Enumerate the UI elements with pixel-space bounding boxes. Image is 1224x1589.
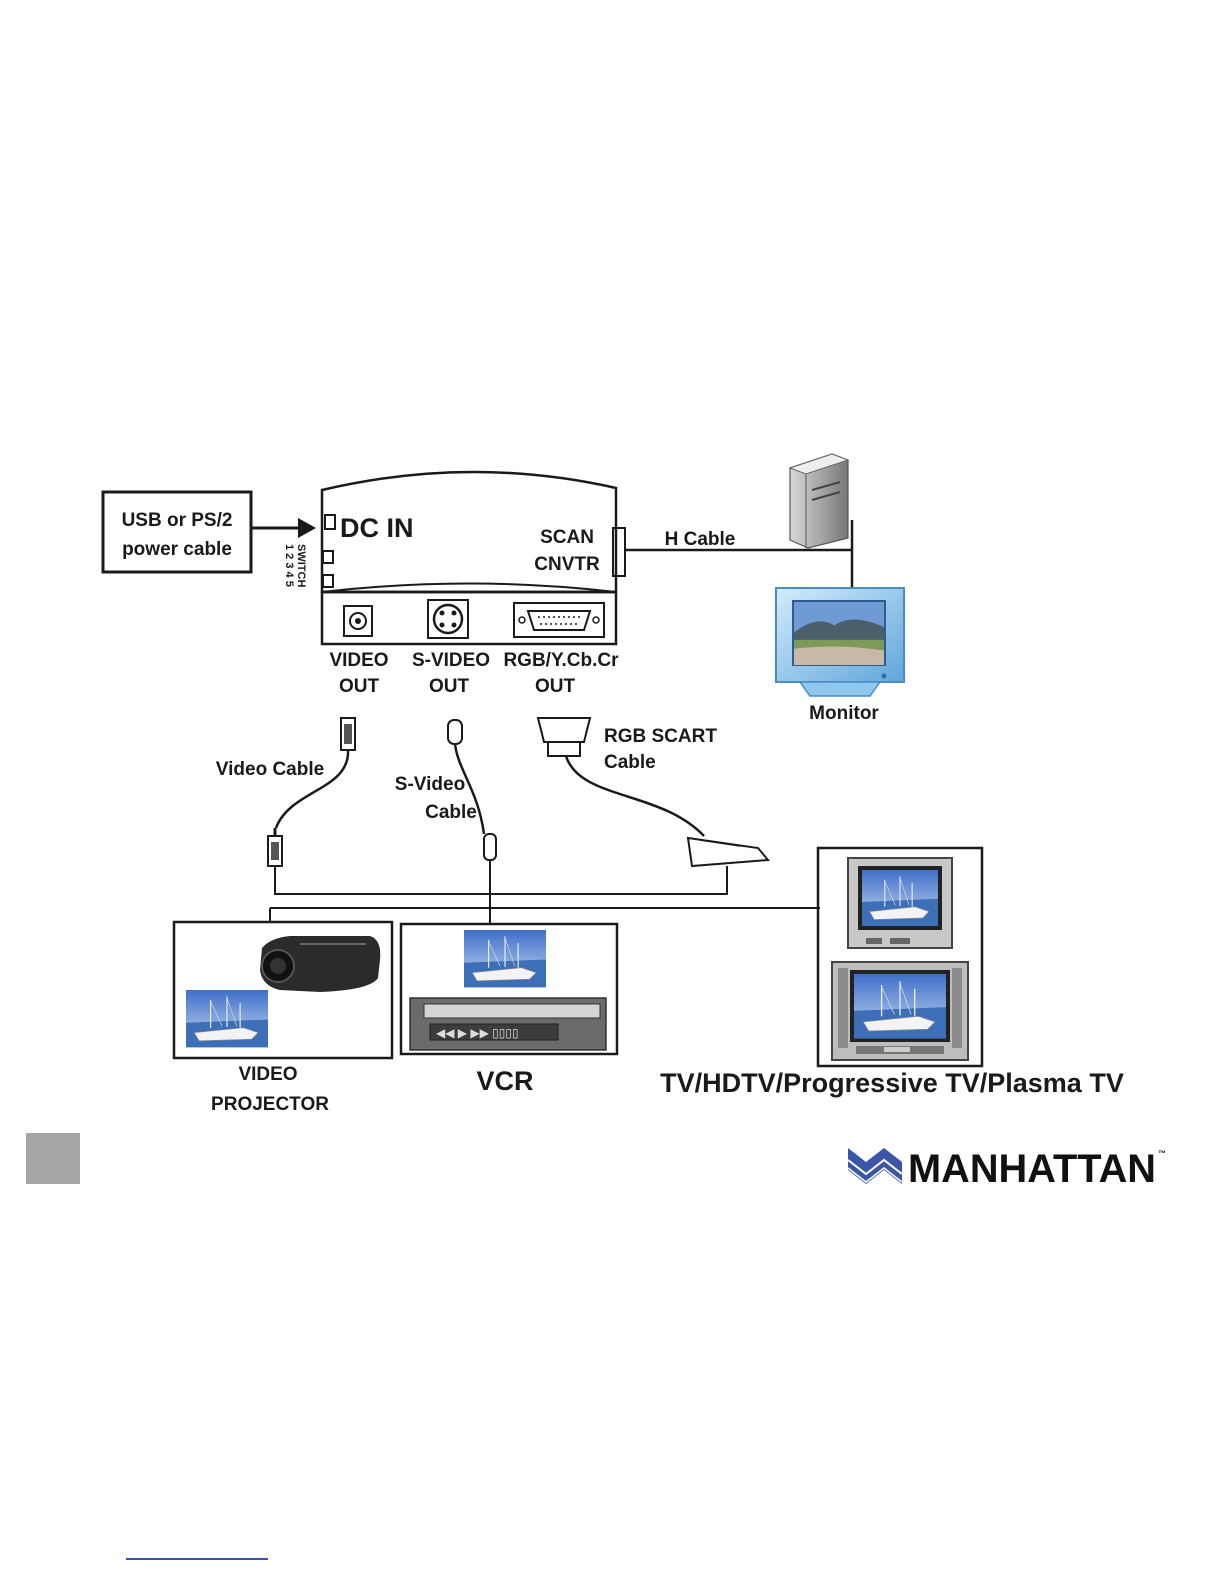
power-source-label-line2: power cable xyxy=(122,539,232,560)
rgb-out-port-icon xyxy=(514,603,604,637)
svg-text:◀◀ ▶ ▶▶ ▯▯▯▯: ◀◀ ▶ ▶▶ ▯▯▯▯ xyxy=(436,1026,519,1040)
power-source-label-line1: USB or PS/2 xyxy=(122,510,233,531)
projector-label-line2: PROJECTOR xyxy=(211,1094,329,1115)
pc-tower-icon xyxy=(790,454,848,548)
projector-screen-image xyxy=(186,990,268,1047)
logo-text: MANHATTAN xyxy=(908,1147,1156,1191)
projector-icon xyxy=(260,936,380,992)
monitor-icon xyxy=(776,588,904,696)
video-out-label-line1: VIDEO xyxy=(329,650,388,671)
rgb-scart-cable-label-line2: Cable xyxy=(604,752,656,773)
video-out-label-line2: OUT xyxy=(339,676,380,697)
page-number-badge xyxy=(26,1133,80,1184)
video-cable-label: Video Cable xyxy=(216,759,324,780)
scan-converter-label-line1: SCAN xyxy=(540,527,594,548)
monitor-label: Monitor xyxy=(809,703,879,724)
switch-port-icon xyxy=(323,551,333,563)
switch-label: SWITCH xyxy=(295,544,307,587)
rgb-out-label-line1: RGB/Y.Cb.Cr xyxy=(503,650,619,671)
video-cable-illustration xyxy=(268,718,355,866)
svideo-cable-label-line2: Cable xyxy=(425,802,477,823)
h-cable-label: H Cable xyxy=(665,529,736,550)
hdtv-icon xyxy=(832,962,968,1060)
power-source-box xyxy=(103,492,251,572)
rgb-scart-cable-label-line1: RGB SCART xyxy=(604,726,717,747)
scan-converter-label-line2: CNVTR xyxy=(534,554,600,575)
dc-in-label: DC IN xyxy=(340,513,414,543)
dc-in-port-icon xyxy=(325,515,335,529)
tv-label: TV/HDTV/Progressive TV/Plasma TV xyxy=(660,1068,1124,1098)
power-arrow-icon xyxy=(298,518,316,538)
distribution-line xyxy=(275,866,727,894)
vcr-icon: ◀◀ ▶ ▶▶ ▯▯▯▯ xyxy=(410,998,606,1050)
manhattan-logo: MANHATTAN ™ xyxy=(848,1147,1166,1191)
footer-rule xyxy=(126,1558,268,1560)
svideo-out-port-icon xyxy=(428,600,468,638)
rgb-out-label-line2: OUT xyxy=(535,676,576,697)
svideo-out-label-line2: OUT xyxy=(429,676,470,697)
tv-icon xyxy=(848,858,952,948)
projector-label-line1: VIDEO xyxy=(238,1064,297,1085)
video-out-port-icon xyxy=(344,606,372,636)
switch-numbers: 1 2 3 4 5 xyxy=(283,544,295,587)
svideo-out-label-line1: S-VIDEO xyxy=(412,650,490,671)
vcr-label: VCR xyxy=(476,1066,533,1096)
switch-port-icon xyxy=(323,575,333,587)
logo-trademark: ™ xyxy=(1158,1149,1166,1158)
svideo-cable-label-line1: S-Video xyxy=(395,774,465,795)
vcr-screen-image xyxy=(464,930,546,987)
